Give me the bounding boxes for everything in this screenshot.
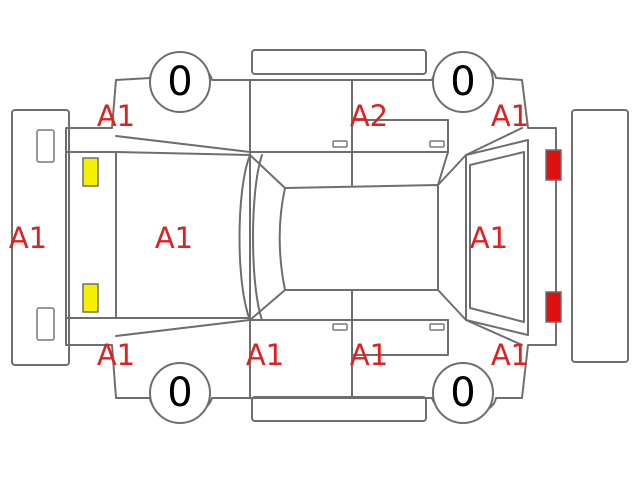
wheel-rear-right: 0	[432, 362, 494, 424]
code-bottom-left-fender: A1	[97, 338, 135, 372]
front-bumper	[11, 109, 70, 366]
wheel-front-left: 0	[149, 51, 211, 113]
code-bottom-rear-door: A1	[350, 338, 388, 372]
rear-bumper	[571, 109, 629, 363]
tire-rear-left-value: 0	[450, 59, 475, 105]
wheel-rear-left: 0	[432, 51, 494, 113]
front-lamp-bottom	[82, 283, 99, 313]
car-body	[65, 60, 557, 417]
tire-front-left-value: 0	[167, 59, 192, 105]
code-top-right-quarter: A1	[491, 99, 529, 133]
code-front-bumper: A1	[9, 221, 47, 255]
tire-front-right-value: 0	[167, 370, 192, 416]
wheel-front-right: 0	[149, 362, 211, 424]
top-side-skirt	[251, 49, 427, 75]
rear-lamp-top	[545, 149, 562, 181]
code-top-left-fender: A1	[97, 99, 135, 133]
rear-lamp-bottom	[545, 291, 562, 323]
code-hood: A1	[155, 221, 193, 255]
tire-rear-right-value: 0	[450, 370, 475, 416]
code-top-rear-door: A2	[350, 99, 388, 133]
bottom-side-skirt	[251, 396, 427, 422]
front-lamp-top	[82, 157, 99, 187]
code-bottom-front-door: A1	[246, 338, 284, 372]
code-rear-section: A1	[470, 221, 508, 255]
code-bottom-right-quarter: A1	[491, 338, 529, 372]
